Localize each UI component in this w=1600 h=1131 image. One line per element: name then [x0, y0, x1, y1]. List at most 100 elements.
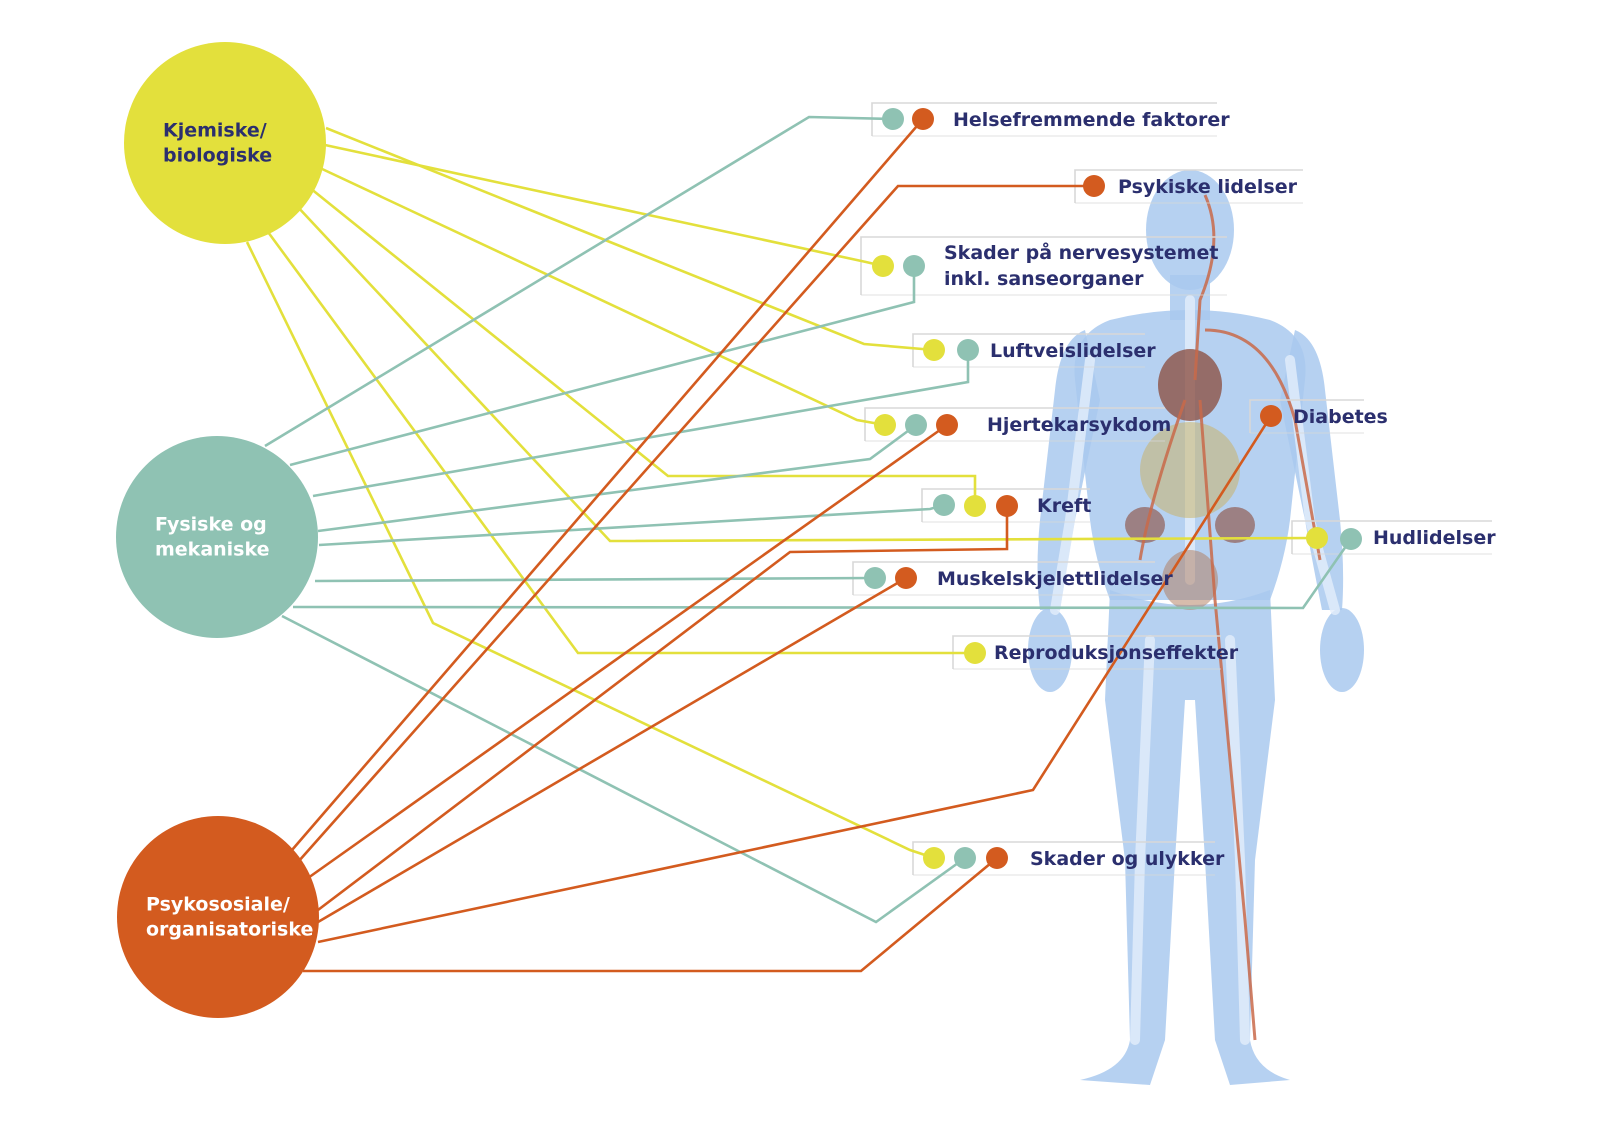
- dot-skader-psychosocial: [986, 847, 1008, 869]
- dot-nervesystemet-chemical: [872, 255, 894, 277]
- connection-psychosocial-kreft: [317, 506, 1009, 912]
- connection-physical-hud: [292, 538, 1353, 610]
- dot-reproduksjon-chemical: [964, 642, 986, 664]
- connection-physical-helsefremmende: [264, 115, 894, 448]
- outcome-label-line: Reproduksjonseffekter: [994, 642, 1239, 664]
- outcome-box-helsefremmende: [871, 102, 1217, 137]
- dot-hud-physical: [1340, 528, 1362, 550]
- connection-chemical-reproduksjon: [266, 231, 975, 655]
- factor-label-line: Psykososiale/: [146, 894, 290, 916]
- factor-label-chemical: Kjemiske/biologiske: [163, 120, 272, 167]
- connection-physical-hjertekar: [317, 423, 917, 533]
- outcome-label-line: Hjertekarsykdom: [987, 414, 1171, 436]
- outcome-label-line: Luftveislidelser: [990, 340, 1156, 362]
- connection-psychosocial-psykiske: [297, 184, 1094, 863]
- factor-physical: Fysiske og mekaniske: [116, 436, 318, 638]
- dot-helsefremmende-psychosocial: [912, 108, 934, 130]
- outcome-label-diabetes: Diabetes: [1293, 406, 1388, 428]
- outcome-label-kreft: Kreft: [1037, 495, 1091, 517]
- dot-helsefremmende-physical: [882, 108, 904, 130]
- dot-kreft-psychosocial: [996, 495, 1018, 517]
- dot-muskel-physical: [864, 567, 886, 589]
- dot-hud-chemical: [1306, 527, 1328, 549]
- connection-chemical-skader: [245, 241, 935, 860]
- factor-circle-physical: [116, 436, 318, 638]
- dot-skader-physical: [954, 847, 976, 869]
- connection-chemical-hud: [295, 204, 1318, 543]
- organ-shape: [1140, 422, 1240, 518]
- factor-label-line: Kjemiske/: [163, 120, 267, 142]
- outcome-label-line: Hudlidelser: [1373, 527, 1496, 549]
- outcome-label-line: Psykiske lidelser: [1118, 176, 1298, 198]
- outcome-label-skader: Skader og ulykker: [1030, 848, 1225, 870]
- connection-psychosocial-muskel: [317, 576, 907, 924]
- outcome-box-skader: [912, 841, 1215, 876]
- outcome-label-line: Kreft: [1037, 495, 1091, 517]
- outcome-label-muskel: Muskelskjelettlidelser: [937, 568, 1173, 590]
- dot-kreft-chemical: [964, 495, 986, 517]
- factor-label-line: mekaniske: [155, 539, 270, 561]
- body-shape: [1320, 608, 1364, 692]
- dot-luftvei-chemical: [923, 339, 945, 361]
- dot-muskel-psychosocial: [895, 567, 917, 589]
- outcome-label-line: Skader og ulykker: [1030, 848, 1225, 870]
- outcome-box-psykiske: [1074, 169, 1303, 204]
- outcome-box-diabetes: [1249, 399, 1364, 434]
- connection-psychosocial-helsefremmende: [291, 118, 924, 851]
- factor-circle-psychosocial: [117, 816, 319, 1018]
- factor-label-line: biologiske: [163, 145, 272, 167]
- dot-diabetes-psychosocial: [1260, 405, 1282, 427]
- connection-chemical-luftvei: [325, 126, 935, 352]
- outcome-box-hud: [1291, 520, 1492, 555]
- connection-psychosocial-skader: [303, 857, 998, 973]
- factor-label-line: organisatoriske: [146, 919, 313, 941]
- dot-kreft-physical: [933, 494, 955, 516]
- dot-psykiske-psychosocial: [1083, 175, 1105, 197]
- outcome-label-line: Diabetes: [1293, 406, 1388, 428]
- dot-hjertekar-physical: [905, 414, 927, 436]
- organ-shape: [1125, 507, 1165, 543]
- human-body-illustration: [1028, 170, 1364, 1085]
- outcome-box-luftvei: [912, 333, 1145, 368]
- connection-physical-skader: [281, 614, 966, 924]
- connection-physical-nervesystemet: [289, 266, 916, 467]
- outcome-label-hjertekar: Hjertekarsykdom: [987, 414, 1171, 436]
- connection-physical-muskel: [314, 576, 876, 583]
- factor-psychosocial: Psykososiale/organisatoriske: [117, 816, 319, 1018]
- connection-psychosocial-hjertekar: [307, 423, 948, 880]
- dot-hjertekar-chemical: [874, 414, 896, 436]
- outcome-label-line: Helsefremmende faktorer: [953, 109, 1230, 131]
- factor-label-line: Fysiske og: [155, 514, 267, 536]
- connection-chemical-kreft: [309, 186, 977, 506]
- outcome-label-boxes: [852, 102, 1492, 876]
- factor-chemical: Kjemiske/biologiske: [124, 42, 326, 244]
- factor-label-psychosocial: Psykososiale/organisatoriske: [146, 894, 313, 941]
- body-shape: [1028, 608, 1072, 692]
- dot-nervesystemet-physical: [903, 255, 925, 277]
- connection-psychosocial-diabetes: [317, 415, 1273, 944]
- factor-circle-chemical: [124, 42, 326, 244]
- outcome-label-nervesystemet: Skader på nervesystemet inkl. sanseorgane…: [944, 240, 1218, 290]
- outcome-label-line: inkl. sanseorganer: [944, 268, 1144, 290]
- outcome-label-helsefremmende: Helsefremmende faktorer: [953, 109, 1230, 131]
- outcome-label-hud: Hudlidelser: [1373, 527, 1496, 549]
- connection-lines: [245, 115, 1353, 973]
- outcome-box-muskel: [852, 561, 1155, 596]
- outcome-label-line: Muskelskjelettlidelser: [937, 568, 1173, 590]
- outcome-label-reproduksjon: Reproduksjonseffekter: [994, 642, 1239, 664]
- dot-skader-chemical: [923, 847, 945, 869]
- factor-label-physical: Fysiske og mekaniske: [155, 514, 270, 561]
- dot-hjertekar-psychosocial: [936, 414, 958, 436]
- connection-chemical-nervesystemet: [324, 143, 884, 268]
- organ-shape: [1215, 507, 1255, 543]
- organ-shape: [1158, 349, 1222, 421]
- outcome-label-luftvei: Luftveislidelser: [990, 340, 1156, 362]
- dot-luftvei-physical: [957, 339, 979, 361]
- vessel-hint: [1138, 194, 1322, 1041]
- outcome-box-hjertekar: [864, 407, 1165, 442]
- outcome-label-line: Skader på nervesystemet: [944, 240, 1218, 264]
